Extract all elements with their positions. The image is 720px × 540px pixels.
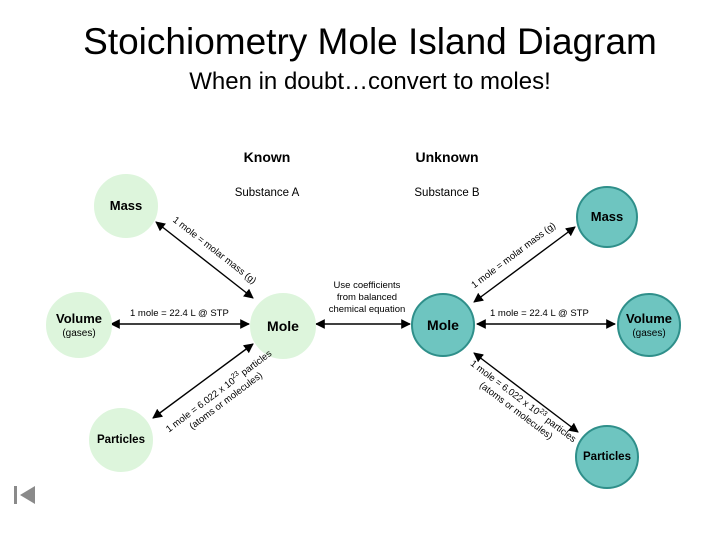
arrow-particles-a-mole-a — [152, 343, 254, 419]
volume-b-label: Volume — [626, 310, 672, 326]
mass-b-node: Mass — [576, 186, 638, 248]
coefficients-note: Use coefficients from balanced chemical … — [322, 280, 412, 316]
mass-a-node: Mass — [94, 174, 158, 238]
mole-a-label: Mole — [267, 318, 299, 334]
arrow-mole-b-mass-b — [473, 226, 576, 303]
mole-a-node: Mole — [250, 293, 316, 359]
particles-b-label: Particles — [583, 451, 631, 463]
page-subtitle: When in doubt…convert to moles! — [189, 68, 551, 95]
volume-b-node: Volume (gases) — [617, 293, 681, 357]
unknown-heading: Unknown — [415, 149, 479, 165]
particles-a-node: Particles — [89, 408, 153, 472]
mole-b-label: Mole — [427, 317, 459, 333]
volume-a-label: Volume — [56, 310, 102, 326]
gas-volume-label-b: 1 mole = 22.4 L @ STP — [490, 308, 589, 319]
first-slide-icon — [14, 486, 35, 504]
particles-a-label: Particles — [97, 434, 145, 446]
gas-volume-label-a: 1 mole = 22.4 L @ STP — [130, 308, 229, 319]
known-substance-label: Substance A — [234, 187, 300, 199]
volume-a-sublabel: (gases) — [62, 327, 96, 339]
particles-b-node: Particles — [575, 425, 639, 489]
coefficients-line-3: chemical equation — [328, 304, 406, 315]
coefficients-line-2: from balanced — [336, 292, 398, 303]
arrow-mole-b-particles-b — [473, 352, 579, 433]
arrow-mass-a-mole-a — [155, 221, 254, 299]
volume-a-node: Volume (gases) — [46, 292, 112, 358]
coefficients-line-1: Use coefficients — [333, 280, 401, 291]
mole-b-node: Mole — [411, 293, 475, 357]
unknown-substance-label: Substance B — [414, 187, 480, 199]
first-slide-button[interactable] — [13, 485, 37, 505]
mass-a-label: Mass — [109, 198, 143, 213]
volume-b-sublabel: (gases) — [632, 327, 666, 339]
mass-b-label: Mass — [590, 209, 624, 224]
known-heading: Known — [243, 149, 291, 165]
page-title: Stoichiometry Mole Island Diagram — [83, 21, 657, 62]
